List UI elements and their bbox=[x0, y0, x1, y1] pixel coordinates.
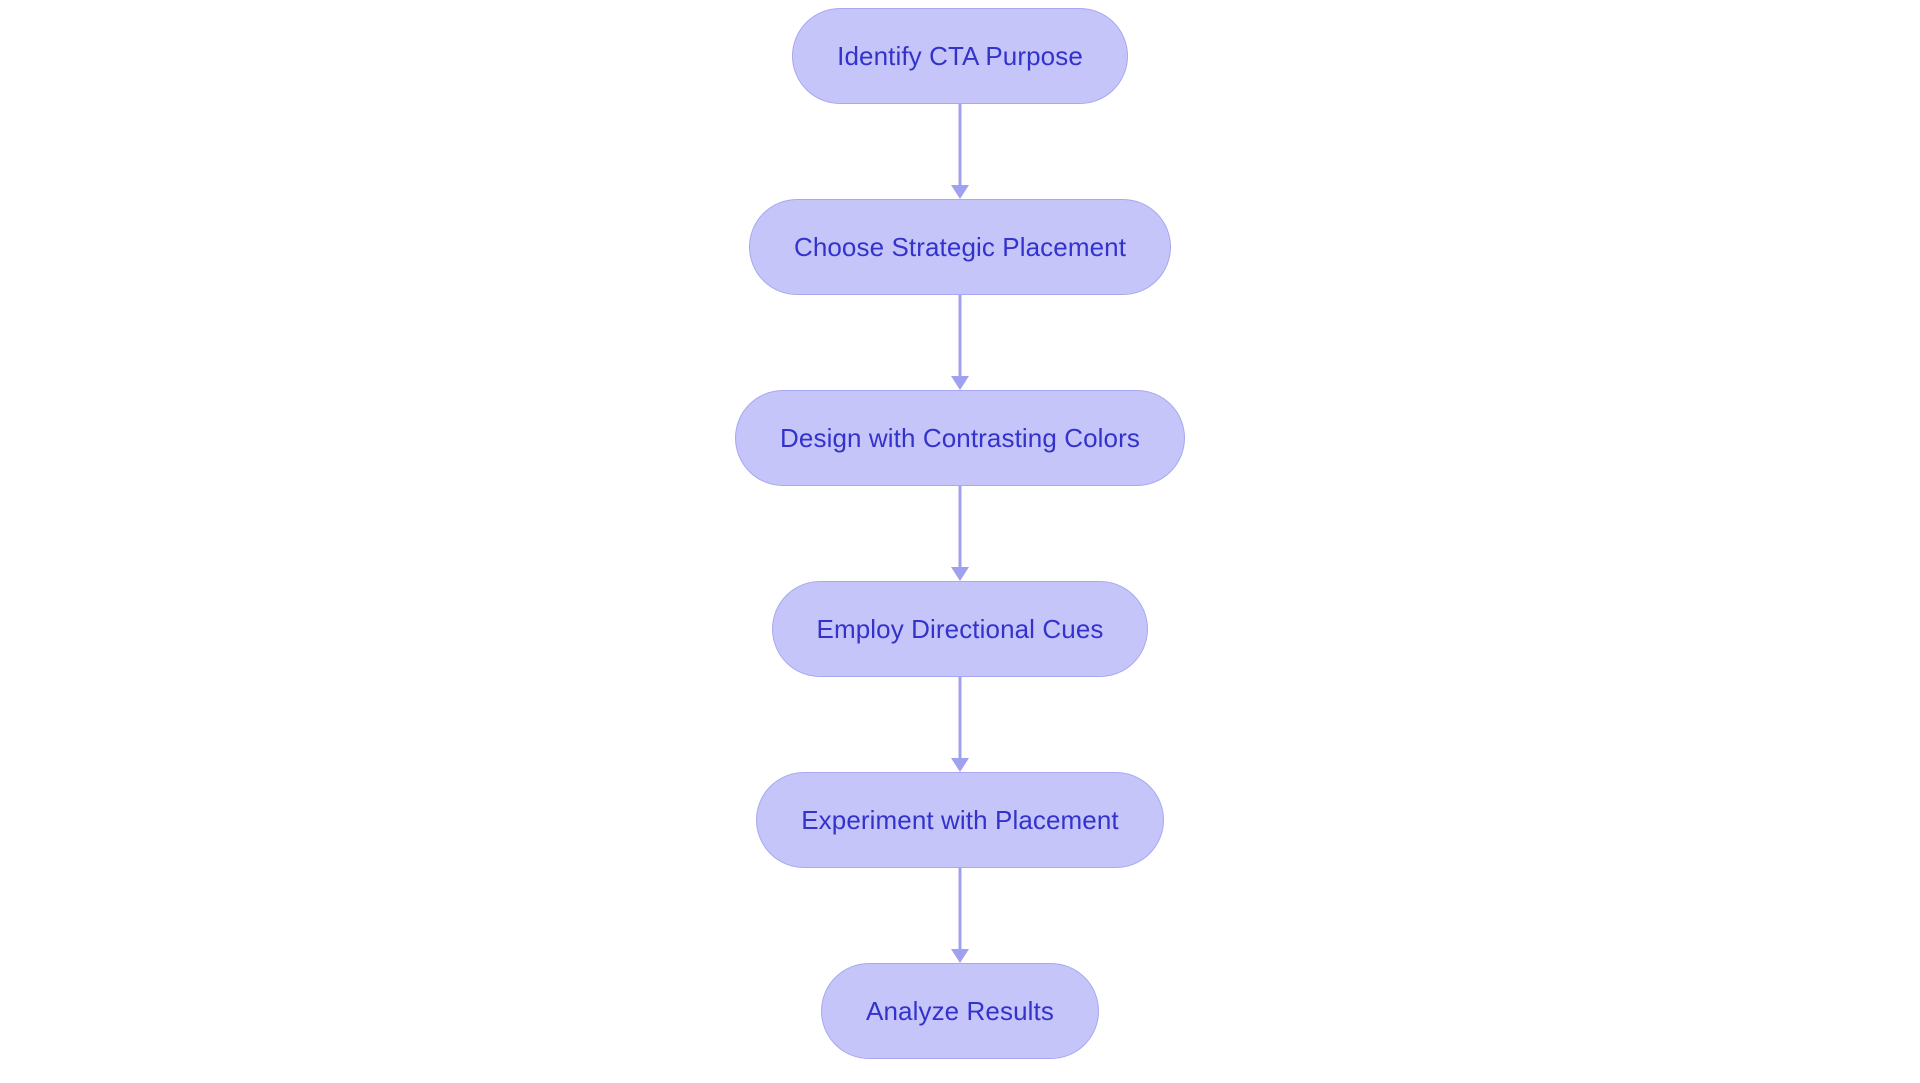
arrow-down-icon bbox=[951, 185, 969, 199]
flow-node-design-with-contrasting-colors[interactable]: Design with Contrasting Colors bbox=[735, 390, 1185, 486]
flow-edge-n1-n2 bbox=[950, 104, 970, 199]
flow-node-identify-cta-purpose[interactable]: Identify CTA Purpose bbox=[792, 8, 1128, 104]
flow-node-label: Analyze Results bbox=[866, 995, 1054, 1026]
flow-node-label: Experiment with Placement bbox=[801, 804, 1119, 835]
connector-line bbox=[958, 295, 962, 377]
flow-edge-n4-n5 bbox=[950, 677, 970, 772]
flow-node-employ-directional-cues[interactable]: Employ Directional Cues bbox=[771, 581, 1149, 677]
arrow-down-icon bbox=[951, 758, 969, 772]
flow-edge-n2-n3 bbox=[950, 295, 970, 390]
flow-edge-n3-n4 bbox=[950, 486, 970, 581]
flow-node-label: Choose Strategic Placement bbox=[793, 231, 1127, 262]
connector-line bbox=[958, 677, 962, 759]
flow-edge-n5-n6 bbox=[950, 868, 970, 963]
flow-node-analyze-results[interactable]: Analyze Results bbox=[821, 963, 1099, 1059]
flow-node-experiment-with-placement[interactable]: Experiment with Placement bbox=[756, 772, 1164, 868]
flow-node-label: Employ Directional Cues bbox=[816, 613, 1104, 644]
connector-line bbox=[958, 104, 962, 186]
connector-line bbox=[958, 868, 962, 950]
flow-node-label: Design with Contrasting Colors bbox=[780, 422, 1140, 453]
arrow-down-icon bbox=[951, 567, 969, 581]
flow-node-choose-strategic-placement[interactable]: Choose Strategic Placement bbox=[748, 199, 1172, 295]
arrow-down-icon bbox=[951, 376, 969, 390]
flow-node-label: Identify CTA Purpose bbox=[837, 40, 1083, 71]
arrow-down-icon bbox=[951, 949, 969, 963]
connector-line bbox=[958, 486, 962, 568]
